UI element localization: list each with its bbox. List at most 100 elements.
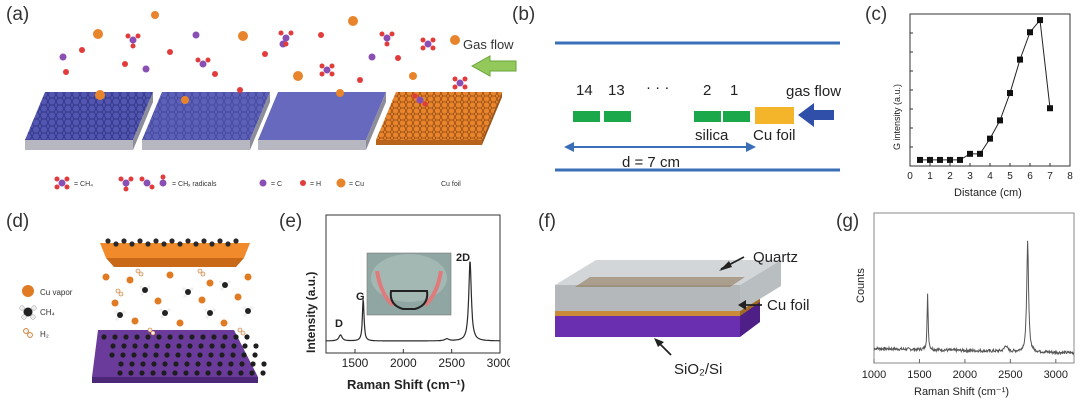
h2-atom [197, 268, 203, 274]
chart-c-xlabel: Distance (cm) [954, 187, 1022, 199]
ch4-hydrogen [167, 308, 171, 312]
graphene-atom [238, 370, 244, 376]
legend-c: = C [271, 181, 282, 188]
graphene-atom [233, 238, 239, 244]
ch4-hydrogen [242, 306, 246, 310]
graphene-atom [205, 370, 211, 376]
cu-vapor-atom [102, 273, 110, 281]
graphene-atom [129, 241, 135, 247]
gas-molecules [59, 11, 468, 107]
graphene-atom [137, 238, 143, 244]
position-1: 1 [730, 82, 738, 99]
chart-c-ylabel: G intensity (a.u.) [892, 84, 902, 150]
gas-flow-arrow-b [798, 103, 834, 127]
h2-atom [240, 330, 246, 336]
cu-foil-label-f: Cu foil [767, 297, 810, 314]
chart-c-point [937, 156, 943, 163]
position-2: 2 [703, 82, 711, 99]
chart-c-xtick-label: 6 [1027, 171, 1033, 182]
ch4-hydrogen [140, 292, 144, 296]
silica-piece-1 [723, 111, 750, 122]
graphene-atom [112, 334, 118, 340]
sio2-si-front [555, 315, 740, 337]
ch4-hydrogen [243, 313, 247, 317]
graphene-atom [173, 361, 179, 367]
ch4-hydrogen [139, 285, 143, 289]
graphene-atom [134, 334, 140, 340]
graphene-atom [201, 238, 207, 244]
graphene-atom [208, 352, 214, 358]
chart-c-point [1017, 56, 1023, 63]
peak-label-d: D [335, 318, 343, 330]
graphene-atom [186, 352, 192, 358]
cu-foil-label-b: Cu foil [753, 127, 796, 144]
chart-c-point [997, 117, 1003, 124]
peak-label-g: G [356, 291, 365, 303]
cu-vapor-atom [126, 276, 134, 284]
ch4-hydrogen [122, 310, 126, 314]
h2-atom [200, 271, 206, 277]
cu-foil-block [755, 107, 794, 124]
chart-g-xtick-label: 2500 [998, 369, 1022, 381]
chart-e-xlabel: Raman Shift (cm⁻¹) [347, 377, 465, 392]
legend-ch4-icon [19, 305, 37, 320]
graphene-atom [128, 370, 134, 376]
gas-flow-label-b: gas flow [786, 83, 841, 100]
ch4-carbon [162, 310, 168, 316]
chart-c-point [977, 150, 983, 157]
chart-c-xtick-label: 7 [1047, 171, 1053, 182]
graphene-atom [113, 241, 119, 247]
ch4-hydrogen [182, 287, 186, 291]
graphene-atom [143, 343, 149, 349]
graphene-atom [209, 343, 215, 349]
h2-atom [115, 288, 121, 294]
silica-piece-13 [604, 111, 631, 122]
graphene-atom [131, 352, 137, 358]
peak-label-2d: 2D [456, 252, 470, 264]
ch4-hydrogen [114, 310, 118, 314]
graphene-atom [216, 370, 222, 376]
graphene-slab-2 [142, 92, 270, 150]
chart-e-frame [325, 214, 501, 354]
ch4-carbon [245, 308, 251, 314]
graphene-atom [253, 343, 259, 349]
graphene-atom [162, 361, 168, 367]
panel-label-g: (g) [836, 211, 860, 232]
cu-vapor-atom [111, 299, 119, 307]
graphene-atom [142, 352, 148, 358]
graphene-atom [178, 334, 184, 340]
chart-c-frame [909, 13, 1071, 167]
ch4-hydrogen [183, 294, 187, 298]
chart-e-xtick-label: 3000 [487, 356, 510, 370]
legend-cu-foil: Cu foil [441, 181, 461, 188]
cu-vapor-atom [176, 319, 184, 327]
chart-g-xtick-label: 1500 [907, 369, 931, 381]
graphene-atom [145, 334, 151, 340]
h2-atom [138, 271, 144, 277]
graphene-atom [120, 352, 126, 358]
distance-label: d = 7 cm [622, 154, 680, 171]
graphene-atom [118, 361, 124, 367]
graphene-atom [161, 241, 167, 247]
chart-c-point [927, 156, 933, 163]
graphene-atom [117, 370, 123, 376]
chart-c-xtick-label: 2 [947, 171, 953, 182]
graphene-slab-1 [25, 92, 153, 150]
ch4-hydrogen [219, 280, 223, 284]
chart-c-point [1047, 105, 1053, 112]
ch4-hydrogen [190, 287, 194, 291]
graphene-atom [121, 238, 127, 244]
graphene-atom [140, 361, 146, 367]
panel-d-gas [102, 268, 254, 336]
graphene-atom [225, 241, 231, 247]
graphene-atom [227, 370, 233, 376]
graphene-atom [249, 370, 255, 376]
graphene-atom [241, 352, 247, 358]
silica-label: silica [695, 127, 729, 144]
graphene-atom [109, 352, 115, 358]
cu-vapor-atom [206, 279, 214, 287]
legend-h2: H₂ [40, 330, 49, 339]
graphene-atom [217, 361, 223, 367]
